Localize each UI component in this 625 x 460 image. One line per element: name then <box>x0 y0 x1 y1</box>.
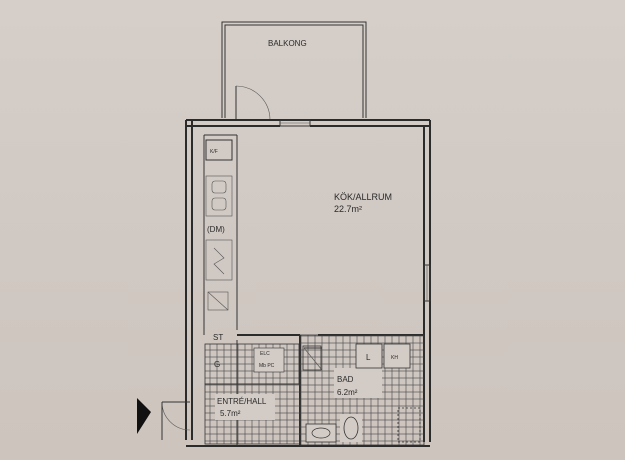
bath-label: BAD <box>337 375 354 384</box>
dm-label: (DM) <box>207 225 225 234</box>
g-label: G <box>214 360 220 369</box>
balcony-label: BALKONG <box>268 39 307 48</box>
hall-label: ENTRÉ/HALL <box>217 397 267 406</box>
kf-label: K/F <box>210 149 218 155</box>
entrance-arrow-icon <box>137 398 151 434</box>
outer-walls <box>185 119 431 447</box>
hall-area: 5.7m² <box>220 409 241 418</box>
kitchen-fittings: K/F (DM) ST <box>205 139 233 342</box>
kitchen-living-room: KÖK/ALLRUM 22.7m² <box>334 192 392 214</box>
hall-floor: ENTRÉ/HALL 5.7m² <box>204 383 301 445</box>
bathroom: BAD 6.2m² L KH <box>299 334 425 446</box>
elc-label: ELC <box>260 351 270 357</box>
kh-label: KH <box>391 355 398 361</box>
l-label: L <box>366 353 371 362</box>
balcony: BALKONG <box>221 21 367 118</box>
entrance-door <box>161 401 191 440</box>
kitchen-label: KÖK/ALLRUM <box>334 192 392 202</box>
bath-area: 6.2m² <box>337 388 358 397</box>
balcony-door <box>235 85 271 121</box>
hall-closet: G ELC Mb PC <box>204 343 300 385</box>
kitchen-area: 22.7m² <box>334 204 362 214</box>
st-label: ST <box>213 333 223 342</box>
elc-label-2: Mb PC <box>259 363 275 369</box>
